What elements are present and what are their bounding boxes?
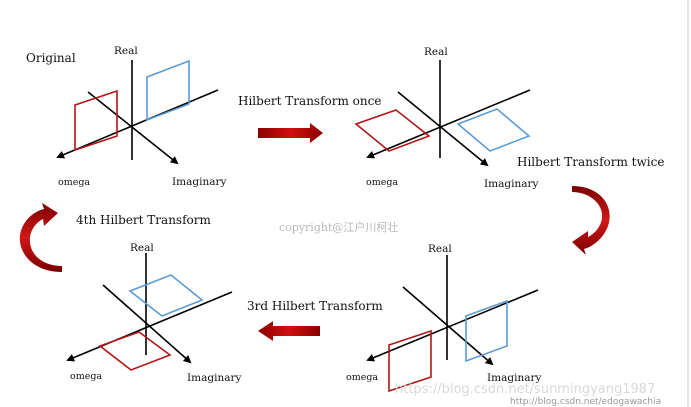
transition-fourth-label: 4th Hilbert Transform bbox=[76, 213, 211, 227]
blue-signal-rect bbox=[128, 274, 204, 317]
omega-axis bbox=[366, 89, 531, 159]
omega-label: omega bbox=[346, 372, 378, 383]
watermark-small-text: http://blog.csdn.net/edogawachia bbox=[510, 397, 661, 407]
imaginary-label: Imaginary bbox=[484, 178, 538, 190]
imaginary-axis bbox=[87, 91, 179, 165]
panel-original: Original Real omega Imaginary bbox=[26, 45, 226, 188]
watermark-text: https://blog.csdn.net/sunmingyang1987 bbox=[395, 382, 655, 397]
blue-signal-rect bbox=[146, 59, 190, 122]
red-signal-rect bbox=[388, 329, 432, 393]
red-signal-rect bbox=[98, 331, 172, 371]
curved-down-arrow-icon bbox=[572, 186, 610, 255]
transition-twice: Hilbert Transform twice bbox=[517, 155, 664, 255]
real-label: Real bbox=[130, 242, 154, 254]
copyright-text: copyright@江户川柯壮 bbox=[279, 220, 398, 234]
omega-label: omega bbox=[70, 371, 102, 382]
blue-signal-rect bbox=[456, 108, 531, 152]
real-label: Real bbox=[114, 45, 138, 57]
imaginary-label: Imaginary bbox=[172, 176, 226, 188]
transition-third: 3rd Hilbert Transform bbox=[247, 299, 383, 341]
transition-fourth: 4th Hilbert Transform bbox=[19, 203, 211, 272]
imaginary-label: Imaginary bbox=[187, 372, 241, 384]
imaginary-axis bbox=[102, 284, 192, 364]
omega-axis bbox=[366, 289, 539, 362]
panel-twice: Real omega Imaginary bbox=[346, 243, 541, 393]
imaginary-axis bbox=[402, 286, 494, 366]
omega-label: omega bbox=[58, 177, 90, 188]
curved-up-arrow-icon bbox=[19, 203, 62, 272]
left-arrow-icon bbox=[258, 321, 320, 341]
transition-third-label: 3rd Hilbert Transform bbox=[247, 299, 383, 313]
omega-label: omega bbox=[366, 177, 398, 188]
panel-once: Real omega Imaginary bbox=[354, 46, 538, 190]
red-signal-rect bbox=[74, 89, 118, 152]
real-label: Real bbox=[424, 46, 448, 58]
panel-title: Original bbox=[26, 51, 76, 65]
transition-twice-label: Hilbert Transform twice bbox=[517, 155, 664, 169]
omega-axis bbox=[56, 89, 219, 159]
right-arrow-icon bbox=[258, 123, 323, 143]
transition-once-label: Hilbert Transform once bbox=[238, 94, 381, 108]
imaginary-axis bbox=[397, 91, 489, 167]
imaginary-label: Imaginary bbox=[487, 372, 541, 384]
blue-signal-rect bbox=[465, 299, 508, 363]
real-label: Real bbox=[428, 243, 452, 255]
red-signal-rect bbox=[354, 109, 431, 152]
panel-third: Real omega Imaginary bbox=[66, 242, 241, 384]
transition-once: Hilbert Transform once bbox=[238, 94, 381, 143]
